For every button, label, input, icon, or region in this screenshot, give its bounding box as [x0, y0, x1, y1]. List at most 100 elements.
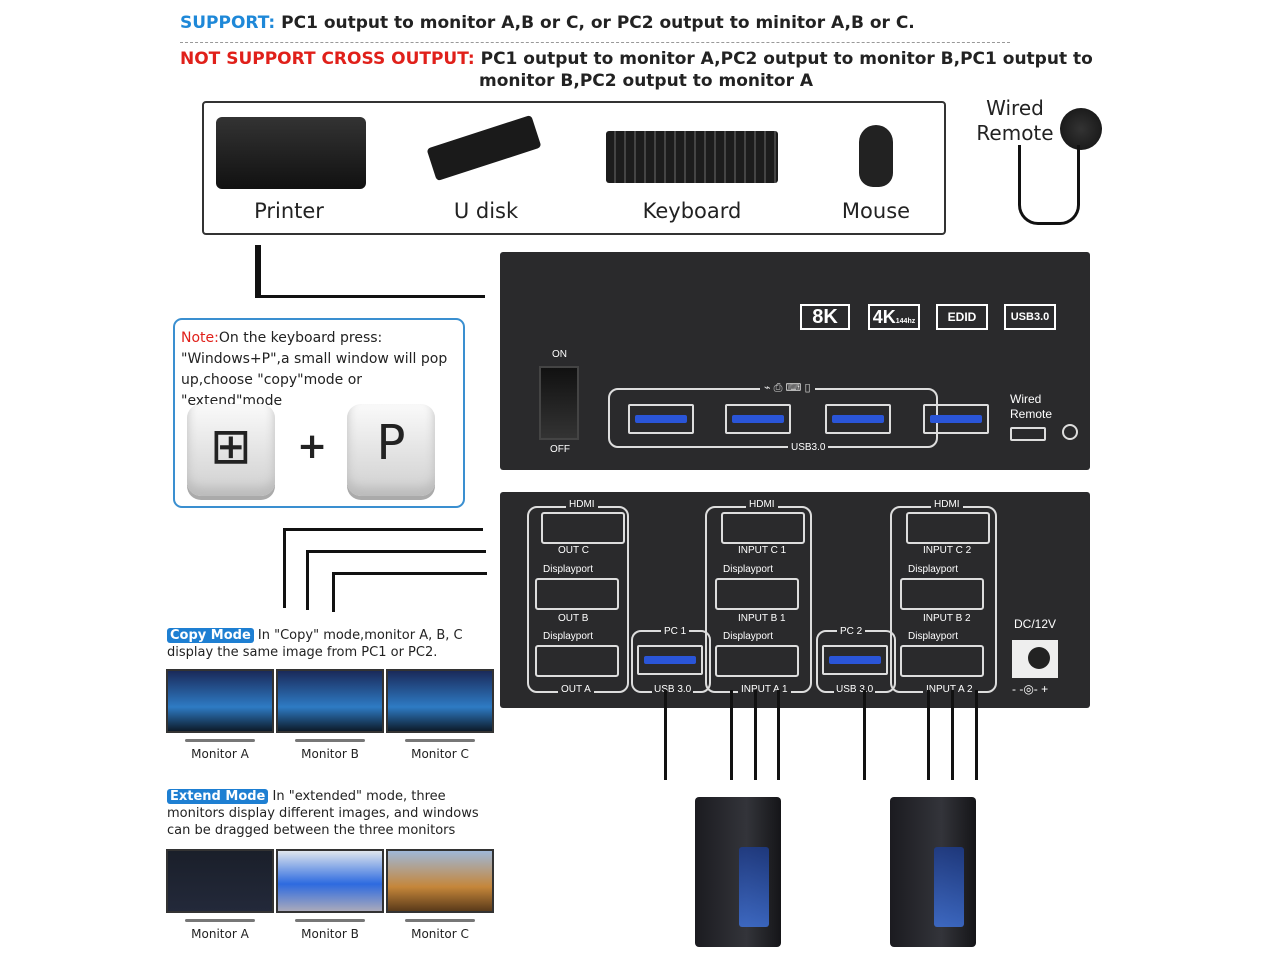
pc1-usb-label: USB 3.0 [652, 684, 694, 695]
dc-power-jack[interactable] [1012, 640, 1058, 678]
displayport-port[interactable] [535, 645, 619, 677]
hdmi-cable [332, 572, 335, 612]
kvm-front-panel: 8K 4K144hz EDID USB3.0 ON OFF ⌁ ⎙ ⌨ ▯ US… [500, 252, 1090, 470]
displayport-port[interactable] [900, 578, 984, 610]
usb-port[interactable] [628, 404, 694, 434]
support-text: PC1 output to monitor A,B or C, or PC2 o… [281, 13, 915, 33]
monitor-screen [166, 849, 274, 913]
monitor-stand [295, 739, 365, 742]
monitor-screen [386, 849, 494, 913]
usb-port[interactable] [923, 404, 989, 434]
badge-edid: EDID [936, 304, 988, 330]
hdmi-cable [754, 690, 757, 780]
port-label: OUT B [558, 613, 589, 624]
hdmi-cable [951, 690, 954, 780]
dp-cable [927, 690, 930, 780]
mouse-icon [859, 125, 893, 187]
monitor-stand [295, 919, 365, 922]
note-label: Note: [181, 330, 219, 346]
plus-sign: + [297, 426, 328, 467]
dp-label: Displayport [543, 564, 594, 575]
port-label: INPUT A 2 [923, 684, 976, 695]
badge-4k: 4K144hz [868, 304, 920, 330]
switch-on-label: ON [552, 349, 567, 360]
not-support-text-2: monitor B,PC2 output to monitor A [479, 71, 814, 91]
hdmi-port[interactable] [906, 512, 990, 544]
hdmi-cable [306, 550, 486, 553]
displayport-port[interactable] [715, 645, 799, 677]
dp-label: Displayport [723, 631, 774, 642]
port-label: OUT C [558, 545, 589, 556]
extend-mode-badge: Extend Mode [167, 789, 269, 804]
port-label: INPUT B 2 [923, 613, 971, 624]
monitor-screen [386, 669, 494, 733]
copy-mode-badge: Copy Mode [167, 628, 254, 643]
not-support-line: NOT SUPPORT CROSS OUTPUT: PC1 output to … [180, 49, 1093, 69]
keyboard-icon [606, 131, 778, 183]
pc1-usb-port[interactable] [637, 645, 703, 675]
hdmi-label: HDMI [746, 499, 778, 510]
displayport-port[interactable] [535, 578, 619, 610]
displayport-port[interactable] [900, 645, 984, 677]
front-wired-remote-label: Wired [1010, 392, 1042, 406]
monitor-stand [405, 739, 475, 742]
polarity-label: - -◎- + [1012, 682, 1049, 696]
monitor-label: Monitor B [301, 927, 359, 941]
not-support-label: NOT SUPPORT CROSS OUTPUT: [180, 49, 475, 69]
port-label: OUT A [558, 684, 594, 695]
switch-off-label: OFF [550, 444, 570, 455]
pc2-label: PC 2 [837, 626, 866, 637]
dp-cable [730, 690, 733, 780]
wired-remote-icon[interactable] [1060, 108, 1102, 150]
displayport-port[interactable] [715, 578, 799, 610]
pc2-usb-label: USB 3.0 [834, 684, 876, 695]
hdmi-cable [283, 528, 483, 531]
hdmi-label: HDMI [566, 499, 598, 510]
port-label: INPUT A 1 [738, 684, 791, 695]
monitor-label: Monitor A [191, 747, 249, 761]
note-body: On the keyboard press: "Windows+P",a sma… [181, 330, 448, 409]
kvm-back-panel [500, 492, 1090, 708]
monitor-label: Monitor C [411, 747, 469, 761]
monitor-screen [276, 849, 384, 913]
peripheral-label: U disk [453, 199, 519, 223]
copy-mode-text: In "Copy" mode,monitor A, B, C display t… [167, 628, 463, 660]
extend-mode-text: In "extended" mode, three monitors displ… [167, 789, 479, 838]
remote-cable [1018, 145, 1080, 225]
device-icons: ⌁ ⎙ ⌨ ▯ [760, 381, 815, 395]
badge-usb30: USB3.0 [1004, 304, 1056, 330]
p-key: P [347, 404, 435, 496]
dc-label: DC/12V [1014, 617, 1057, 631]
hdmi-cable [332, 572, 487, 575]
dp-label: Displayport [908, 631, 959, 642]
pc2-usb-port[interactable] [822, 645, 888, 675]
support-line: SUPPORT: PC1 output to monitor A,B or C,… [180, 13, 915, 33]
usb-cable [255, 245, 261, 295]
dp-label: Displayport [908, 564, 959, 575]
usb-disk-icon [426, 114, 542, 182]
peripheral-label: Printer [254, 199, 324, 223]
power-switch[interactable] [539, 366, 579, 440]
badge-8k: 8K [800, 304, 850, 330]
copy-mode-desc: Copy Mode In "Copy" mode,monitor A, B, C… [167, 627, 497, 661]
hdmi-cable [975, 690, 978, 780]
monitor-stand [405, 919, 475, 922]
hdmi-port[interactable] [721, 512, 805, 544]
usb-port[interactable] [725, 404, 791, 434]
hdmi-cable [306, 550, 309, 610]
monitor-label: Monitor B [301, 747, 359, 761]
port-label: INPUT C 2 [923, 545, 972, 556]
printer-icon [216, 117, 366, 189]
dp-label: Displayport [543, 631, 594, 642]
usb-cable [664, 690, 667, 780]
wired-remote-label: Wired Remote [976, 96, 1054, 145]
extend-mode-desc: Extend Mode In "extended" mode, three mo… [167, 788, 497, 839]
support-label: SUPPORT: [180, 13, 276, 33]
wired-remote-port[interactable] [1010, 427, 1046, 441]
peripherals-box: Printer U disk Keyboard Mouse [202, 101, 946, 235]
monitor-label: Monitor C [411, 927, 469, 941]
usb-port[interactable] [825, 404, 891, 434]
hdmi-cable [777, 690, 780, 780]
pc1-tower [695, 797, 781, 947]
hdmi-port[interactable] [541, 512, 625, 544]
